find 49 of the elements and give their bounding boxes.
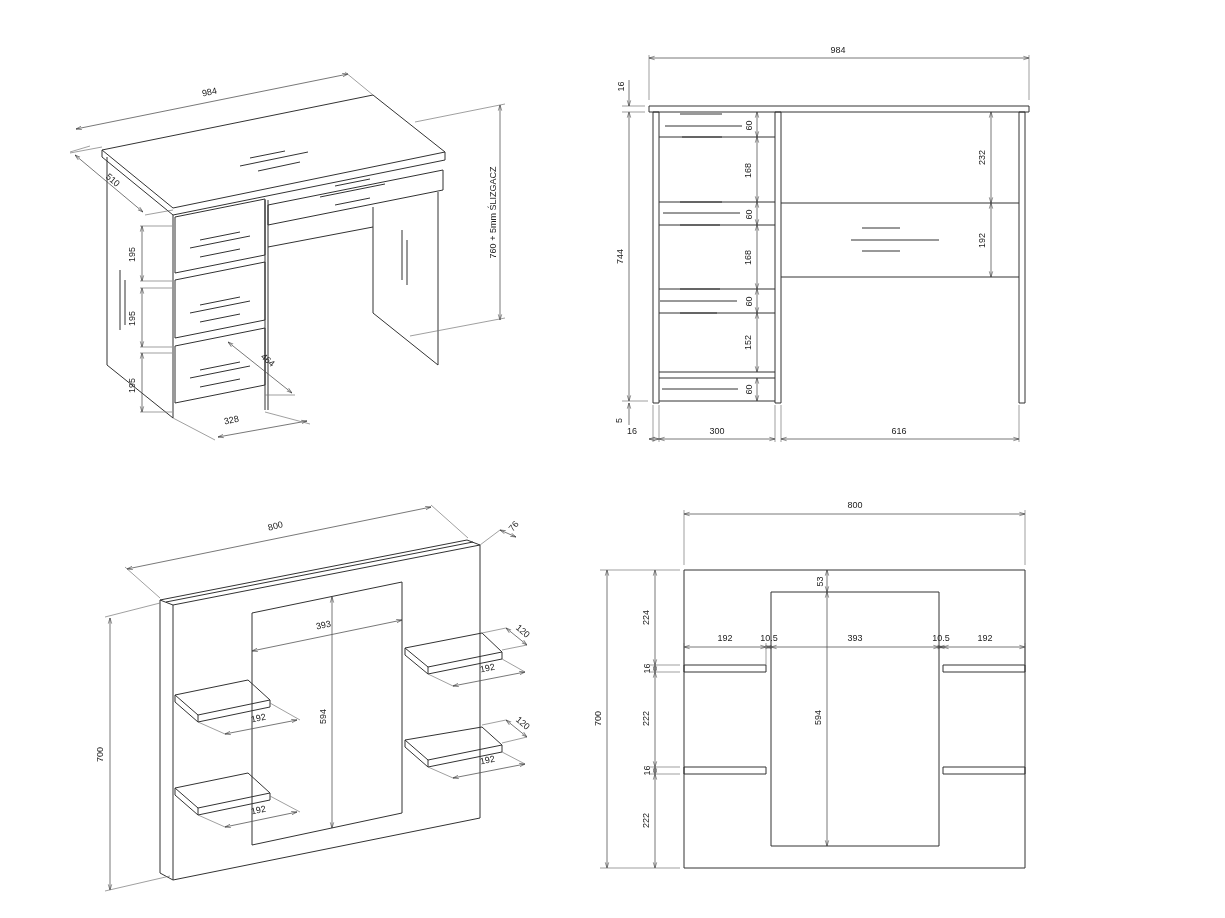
dimension-label: 700 [96, 745, 106, 763]
dimension-label: 464 [258, 351, 278, 369]
dimension-label: 192 [478, 661, 498, 675]
dimension-label: 192 [716, 633, 734, 643]
dimension-label: 195 [128, 309, 138, 327]
dimension-label: 984 [829, 45, 847, 55]
dimension-label: 152 [744, 333, 754, 351]
dimension-label: 168 [744, 161, 754, 179]
dimension-label: 222 [642, 811, 652, 829]
dimension-label: 984 [200, 85, 220, 99]
dimension-label: 594 [319, 707, 329, 725]
dimension-label: 224 [642, 608, 652, 626]
dimension-label: 300 [708, 426, 726, 436]
dimension-label: 168 [744, 248, 754, 266]
dimension-label: 195 [128, 376, 138, 394]
dimension-label: 800 [266, 519, 286, 533]
dimension-label: 10.5 [931, 633, 951, 643]
dimension-label: 5 [615, 416, 625, 424]
dimension-label: 16 [616, 80, 626, 92]
dimension-label: 232 [978, 148, 988, 166]
dimension-label: 222 [642, 709, 652, 727]
dimension-label: 393 [314, 618, 334, 632]
dimension-label: 744 [616, 247, 626, 265]
dimension-label: 60 [744, 295, 754, 307]
dimension-label: 700 [594, 709, 604, 727]
dimension-label: 192 [249, 711, 269, 725]
dimension-label: 16 [642, 662, 652, 674]
dimension-label: 60 [744, 208, 754, 220]
dimension-label: 16 [642, 764, 652, 776]
dimension-label: 510 [103, 171, 123, 189]
dimension-label: 53 [815, 575, 825, 587]
dimension-label: 60 [744, 383, 754, 395]
dimension-label: 616 [890, 426, 908, 436]
dimension-label: 760 + 5mm ŚLIZGACZ [489, 165, 499, 259]
dimension-label: 60 [744, 119, 754, 131]
dimension-label: 120 [513, 714, 533, 732]
dimension-label: 16 [626, 426, 638, 436]
dimension-label: 192 [478, 753, 498, 767]
dimension-label: 800 [846, 500, 864, 510]
dimension-label: 393 [846, 633, 864, 643]
dimension-label: 120 [513, 622, 533, 640]
dimension-label: 76 [506, 518, 522, 534]
dimension-label: 192 [249, 803, 269, 817]
dimension-label: 192 [978, 231, 988, 249]
dimension-label: 195 [128, 245, 138, 263]
dimension-label: 10.5 [759, 633, 779, 643]
dimension-label: 192 [976, 633, 994, 643]
dimension-label: 594 [814, 708, 824, 726]
dimension-label: 328 [222, 413, 242, 427]
